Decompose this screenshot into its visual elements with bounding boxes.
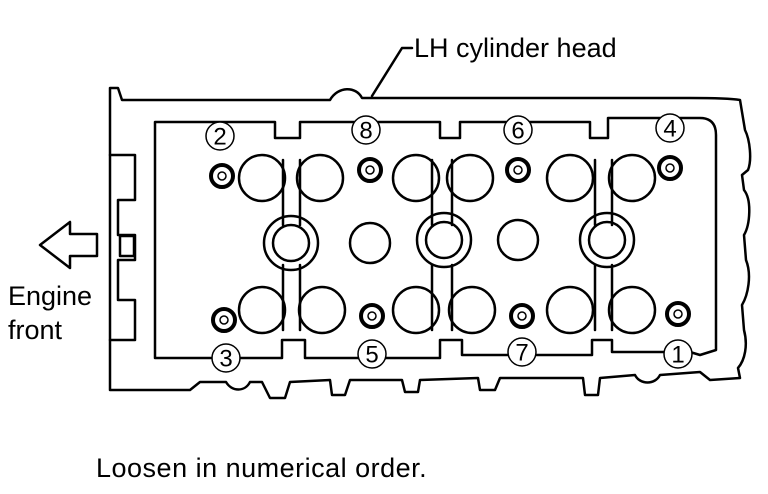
inner-outline <box>153 116 718 360</box>
bridge-1 <box>281 158 302 332</box>
bolt-number-4: 4 <box>663 116 676 143</box>
bolt-number-2: 2 <box>213 124 226 151</box>
caption: Loosen in numerical order. <box>96 453 428 483</box>
bolt-holes <box>209 155 691 333</box>
callout-circle-6 <box>503 115 533 145</box>
bolt-number-1: 1 <box>671 342 684 369</box>
head-label: LH cylinder head <box>414 33 617 63</box>
front-face <box>108 153 137 342</box>
callout-circle-7 <box>507 337 537 367</box>
callout-circle-1 <box>663 339 693 369</box>
front-tab <box>118 234 136 258</box>
callout-circle-3 <box>211 343 241 373</box>
callout-circle-2 <box>205 121 235 151</box>
callout-circle-5 <box>357 339 387 369</box>
engine-front-arrow-icon <box>38 220 99 270</box>
bolt-number-6: 6 <box>511 118 524 145</box>
head-label-leader <box>370 46 414 98</box>
bolt-number-3: 3 <box>219 346 232 373</box>
callout-circle-4 <box>655 113 685 143</box>
engine-front-label-line2: front <box>8 315 63 345</box>
engine-front-label-line1: Engine <box>8 281 92 311</box>
bridge-3 <box>593 158 614 332</box>
head-outline <box>108 86 752 400</box>
bolt-number-8: 8 <box>359 118 372 145</box>
bolt-number-7: 7 <box>515 340 528 367</box>
callout-circle-8 <box>351 115 381 145</box>
bolt-number-5: 5 <box>365 342 378 369</box>
